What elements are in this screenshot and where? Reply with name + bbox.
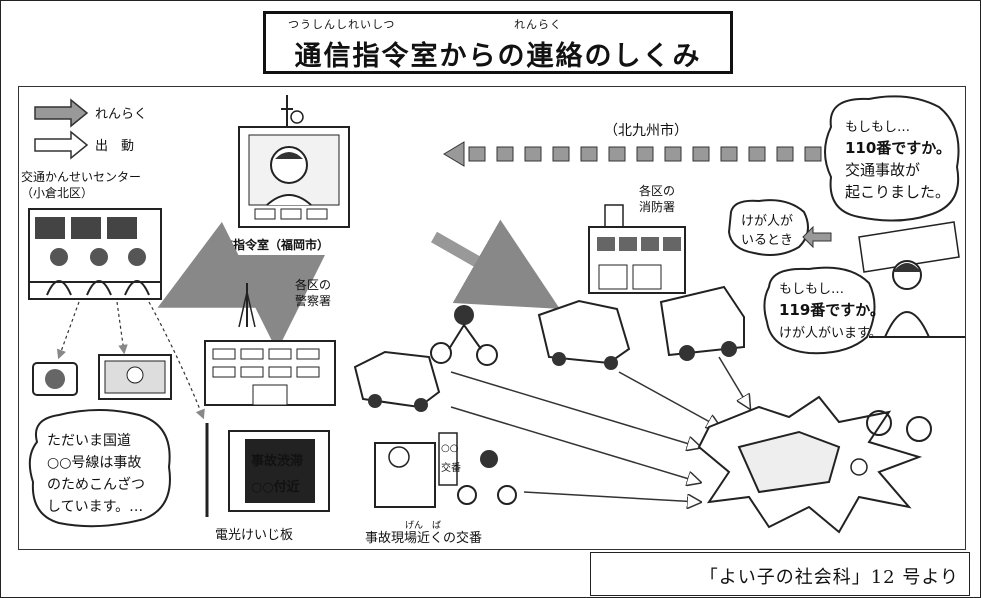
fire-dept-label-1: 各区の bbox=[639, 183, 675, 198]
contact-arrow-icon bbox=[34, 98, 89, 128]
title-box: つうしんしれいしつ れんらく 通信指令室からの連絡のしくみ bbox=[263, 11, 733, 74]
sign-text-2: ○○付近 bbox=[251, 479, 300, 495]
fire-station-illustration bbox=[588, 204, 686, 294]
dispatch-arrow-3 bbox=[523, 491, 699, 502]
kitakyushu-arrow bbox=[443, 141, 822, 167]
sign-text-1: 事故渋滞 bbox=[251, 453, 303, 469]
call-119-line-3: けが人がいます。 bbox=[779, 326, 882, 341]
police-motorcycle-illustration bbox=[430, 305, 498, 366]
sign-board-label: 電光けいじ板 bbox=[215, 528, 293, 543]
dispatch-arrow-icon bbox=[34, 130, 89, 160]
radio-news-line-4: しています。… bbox=[47, 499, 143, 515]
ambulance-illustration bbox=[659, 285, 745, 361]
legend-contact: れんらく bbox=[95, 107, 147, 122]
arrow-to-patrol-car bbox=[431, 219, 560, 309]
sign-board-illustration: 事故渋滞 ○○付近 bbox=[205, 423, 330, 517]
tv-illustration bbox=[98, 354, 172, 400]
traffic-center-label-1: 交通かんせいセンター bbox=[21, 169, 141, 184]
arrow-to-traffic-center bbox=[157, 221, 265, 308]
wave-to-tv bbox=[116, 301, 128, 355]
injured-bubble: けが人が いるとき bbox=[727, 199, 832, 256]
call-119-bubble: もしもし… 119番ですか。 けが人がいます。 bbox=[763, 266, 885, 355]
radio-news-line-2: ○○号線は事故 bbox=[47, 455, 141, 471]
koban-ruby: げん ば bbox=[405, 520, 441, 531]
wave-to-radio bbox=[56, 301, 80, 360]
page-title: 通信指令室からの連絡のしくみ bbox=[294, 41, 702, 72]
police-label-1: 各区の bbox=[295, 277, 331, 292]
dispatch-arrow-5 bbox=[718, 356, 749, 407]
koban-label: 事故現場近くの交番 bbox=[365, 530, 482, 546]
call-119-line-1: もしもし… bbox=[779, 282, 844, 297]
police-station-illustration bbox=[204, 283, 336, 406]
koban-sign-1: ○○ bbox=[441, 443, 458, 454]
police-label-2: 警察署 bbox=[295, 293, 331, 308]
injured-line-2: いるとき bbox=[741, 233, 793, 248]
police-car-illustration bbox=[353, 350, 441, 412]
radio-news-bubble: ただいま国道 ○○号線は事故 のためこんざつ しています。… bbox=[28, 409, 171, 528]
caller-illustration bbox=[858, 221, 965, 338]
command-room-label: 通信指令室（福岡市） bbox=[209, 237, 329, 252]
wave-to-sign-board bbox=[148, 301, 205, 420]
fire-dept-label-2: 消防署 bbox=[639, 199, 675, 214]
legend-dispatch: 出 動 bbox=[95, 139, 134, 154]
radio-illustration bbox=[32, 362, 78, 396]
traffic-center-illustration bbox=[28, 208, 162, 300]
command-room-illustration bbox=[238, 95, 350, 228]
illustration-svg: れんらく 出 動 交通かんせいセンター （小倉北区） 通信指令室（福岡市） bbox=[21, 95, 965, 546]
illustration: れんらく 出 動 交通かんせいセンター （小倉北区） 通信指令室（福岡市） bbox=[18, 86, 966, 550]
dispatch-arrow-1 bbox=[450, 371, 699, 447]
call-110-line-2: 110番ですか。 bbox=[845, 139, 951, 157]
dispatch-arrow-2 bbox=[450, 406, 699, 482]
dispatch-arrow-4 bbox=[618, 371, 719, 427]
legend: れんらく 出 動 bbox=[34, 98, 147, 160]
title-ruby: つうしんしれいしつ れんらく bbox=[266, 16, 730, 31]
title-ruby-2: れんらく bbox=[514, 18, 562, 31]
radio-news-line-1: ただいま国道 bbox=[47, 433, 131, 449]
accident-illustration bbox=[697, 395, 932, 534]
kitakyushu-label: （北九州市） bbox=[604, 122, 688, 139]
radio-news-line-3: のためこんざつ bbox=[47, 476, 145, 493]
koban-sign-2: 交番 bbox=[441, 461, 461, 474]
call-110-line-1: もしもし… bbox=[845, 120, 910, 135]
title-ruby-1: つうしんしれいしつ bbox=[288, 18, 396, 31]
patrol-car-illustration bbox=[537, 299, 631, 370]
call-110-line-3: 交通事故が bbox=[845, 161, 920, 179]
call-110-bubble: もしもし… 110番ですか。 交通事故が 起こりました。 bbox=[824, 95, 960, 222]
koban-illustration: ○○ 交番 bbox=[374, 432, 517, 508]
traffic-center-label-2: （小倉北区） bbox=[21, 185, 93, 200]
source-credit: 「よい子の社会科」12 号より bbox=[699, 567, 959, 588]
call-110-line-4: 起こりました。 bbox=[845, 183, 950, 201]
call-119-line-2: 119番ですか。 bbox=[779, 301, 885, 319]
injured-line-1: けが人が bbox=[741, 214, 793, 229]
credit-box: 「よい子の社会科」12 号より bbox=[590, 552, 970, 596]
